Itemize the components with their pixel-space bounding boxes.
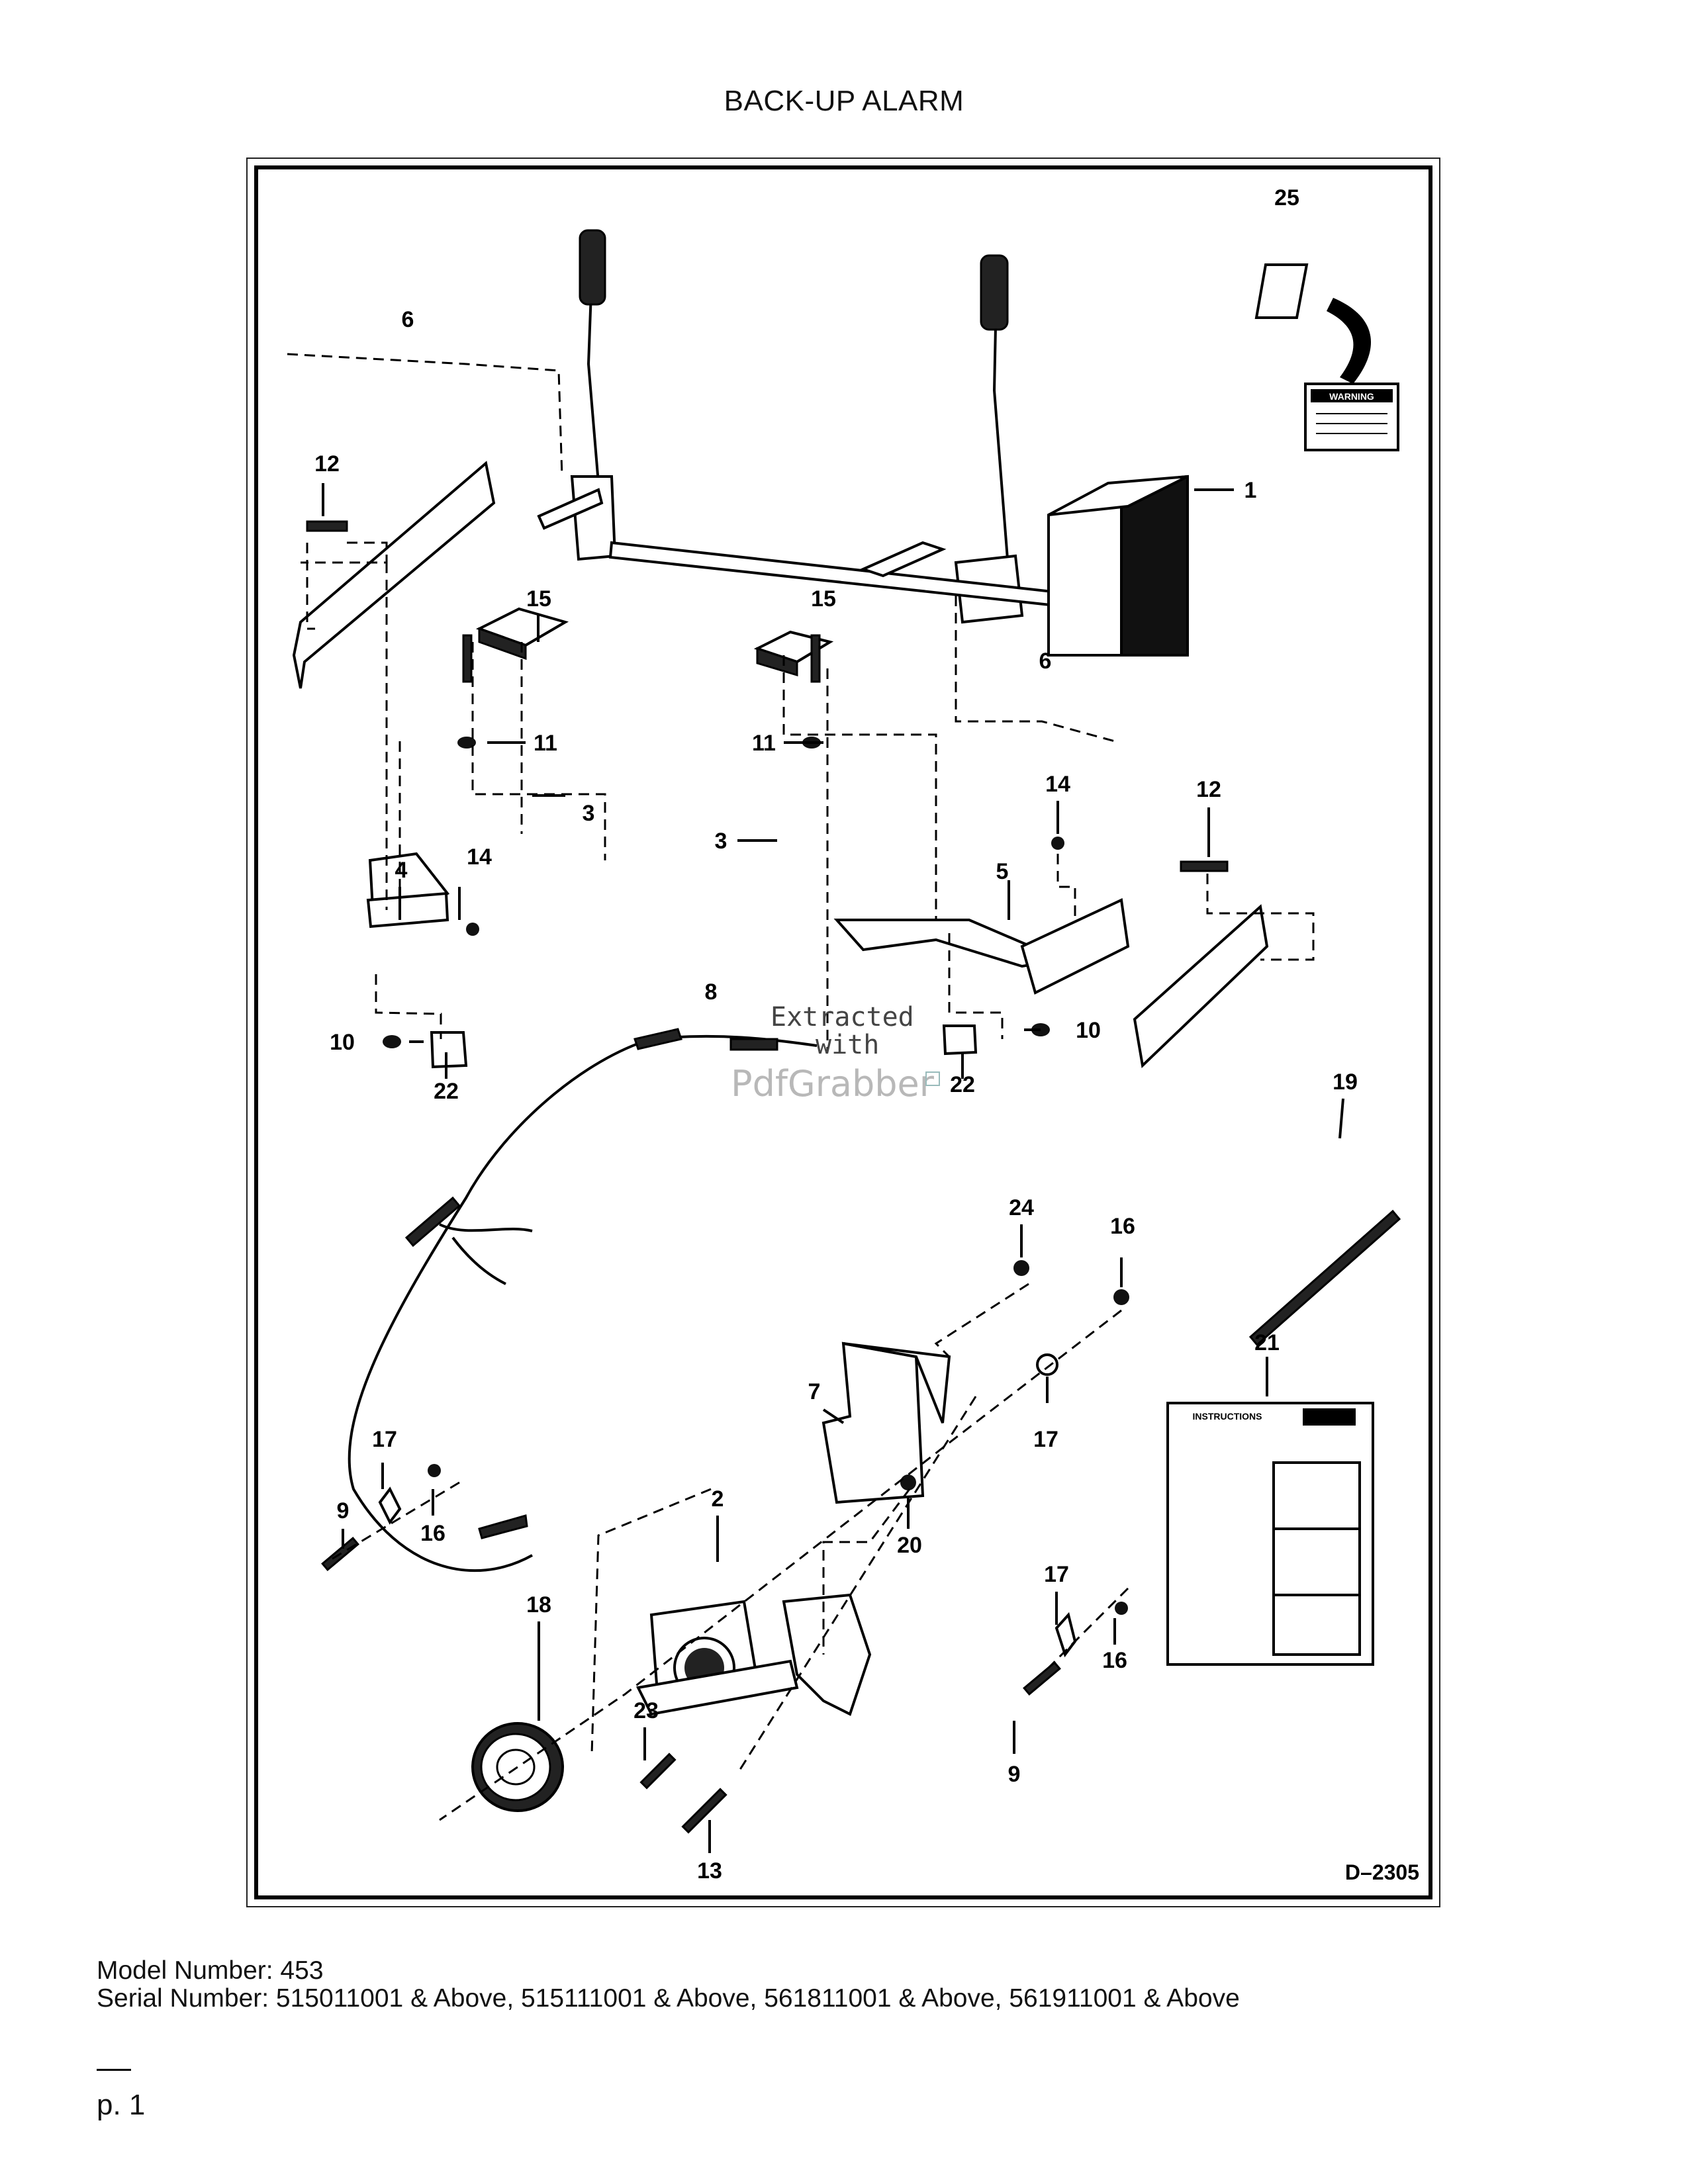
callout-16: 16 xyxy=(1102,1648,1127,1673)
callout-1: 1 xyxy=(1244,478,1257,503)
page-number: p. 1 xyxy=(97,2089,146,2121)
watermark-extracted: Extracted xyxy=(771,1002,914,1032)
callout-5: 5 xyxy=(996,859,1009,884)
callout-15: 15 xyxy=(811,586,836,612)
alarm-kit-box-1 xyxy=(1047,475,1234,657)
callout-16: 16 xyxy=(1110,1214,1135,1239)
callout-12: 12 xyxy=(1196,777,1221,802)
callout-17: 17 xyxy=(1044,1562,1069,1587)
left-side-rail xyxy=(292,461,496,929)
callout-9: 9 xyxy=(337,1498,350,1524)
mount-bracket-7 xyxy=(821,1342,951,1504)
hardware xyxy=(306,520,1229,1834)
callout-14: 14 xyxy=(1045,772,1070,797)
callout-21: 21 xyxy=(1254,1330,1280,1355)
diagram-outer-border xyxy=(246,158,1440,1907)
callout-2: 2 xyxy=(712,1486,724,1512)
warning-decal-label: WARNING xyxy=(1329,391,1374,402)
callout-13: 13 xyxy=(697,1858,722,1884)
callout-16: 16 xyxy=(420,1521,445,1546)
callout-17: 17 xyxy=(372,1427,397,1452)
serial-number: Serial Number: 515011001 & Above, 515111… xyxy=(97,1984,1240,2013)
switches-3 xyxy=(475,607,834,677)
callout-22: 22 xyxy=(950,1072,975,1097)
callout-10: 10 xyxy=(1076,1018,1101,1043)
diagram-frame xyxy=(254,165,1432,1899)
cable-tie-19 xyxy=(1248,1209,1401,1347)
callout-8: 8 xyxy=(705,979,718,1005)
callout-19: 19 xyxy=(1333,1069,1358,1095)
control-levers xyxy=(537,229,1090,624)
callout-9: 9 xyxy=(1008,1762,1021,1787)
callout-10: 10 xyxy=(330,1030,355,1055)
callout-23: 23 xyxy=(633,1698,659,1723)
drawing-number: D–2305 xyxy=(1345,1860,1419,1884)
decal-25: WARNING xyxy=(1254,263,1399,451)
callout-7: 7 xyxy=(808,1379,821,1404)
callouts: 25 6 12 1 15 15 11 11 6 3 3 4 14 14 12 5… xyxy=(314,185,1358,1884)
watermark-brand: PdfGrabber xyxy=(731,1063,935,1105)
assembly-lines xyxy=(287,353,1315,1821)
callout-3: 3 xyxy=(583,801,595,826)
watermark-with: with xyxy=(816,1030,879,1060)
grommet-18 xyxy=(471,1722,564,1812)
pdfgrabber-watermark: Extracted with PdfGrabber xyxy=(731,1002,940,1105)
callout-15: 15 xyxy=(526,586,551,612)
callout-14: 14 xyxy=(467,844,492,870)
wire-harness-8 xyxy=(348,1028,818,1572)
instructions-sheet-21: INSTRUCTIONS xyxy=(1166,1402,1374,1666)
callout-12: 12 xyxy=(314,451,340,477)
rear-mount-plate xyxy=(782,1593,872,1716)
callout-22: 22 xyxy=(434,1079,459,1104)
footer-rule xyxy=(97,2069,131,2071)
callout-11: 11 xyxy=(752,731,776,756)
callout-6: 6 xyxy=(1039,649,1052,674)
callout-17: 17 xyxy=(1033,1427,1058,1452)
watermark-logo-icon xyxy=(925,1071,940,1086)
callout-6: 6 xyxy=(402,307,414,332)
callout-25: 25 xyxy=(1274,185,1299,210)
callout-4: 4 xyxy=(395,858,408,883)
callout-3: 3 xyxy=(715,829,727,854)
instructions-sheet-label: INSTRUCTIONS xyxy=(1193,1411,1262,1422)
leader-lines xyxy=(322,483,1344,1853)
page-title: BACK-UP ALARM xyxy=(724,85,964,117)
callout-20: 20 xyxy=(897,1533,922,1558)
backup-alarm-2 xyxy=(636,1600,799,1716)
model-number: Model Number: 453 xyxy=(97,1956,324,1985)
callout-24: 24 xyxy=(1009,1195,1034,1220)
callout-18: 18 xyxy=(526,1592,551,1617)
callout-11: 11 xyxy=(534,731,557,756)
exploded-parts-diagram: WARNING xyxy=(287,185,1419,1884)
